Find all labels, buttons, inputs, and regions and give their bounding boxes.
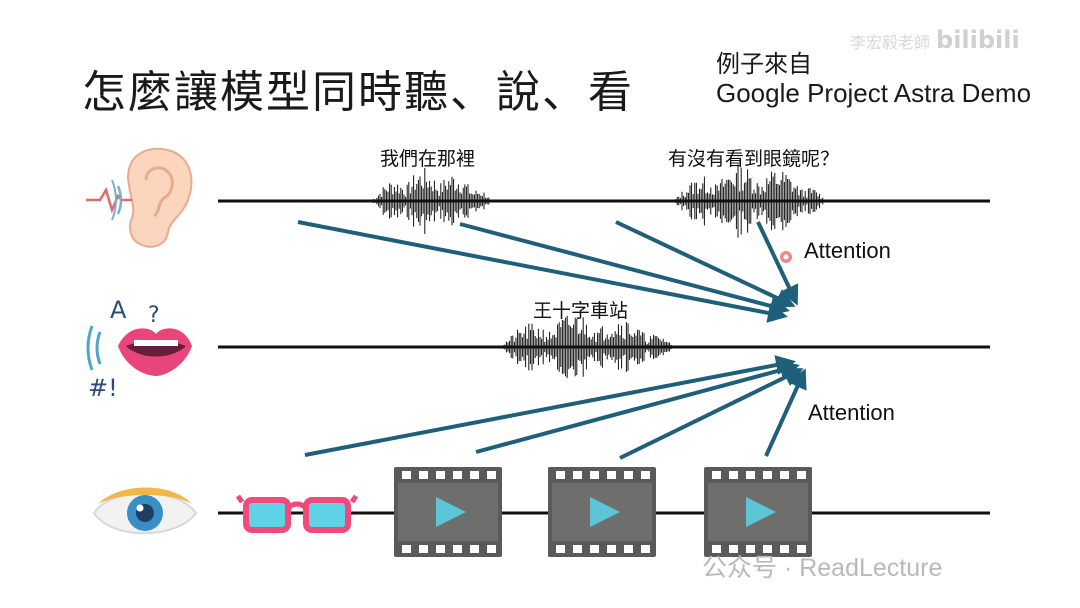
arrow <box>459 222 790 316</box>
speak-waveform-1 <box>501 315 672 379</box>
attention-label-lower: Attention <box>808 400 895 425</box>
video-frame-icon <box>704 467 812 557</box>
listen-waveform-1 <box>373 168 490 234</box>
film-hole <box>780 545 789 553</box>
bilibili-logo: bilibili <box>936 26 1020 54</box>
film-hole <box>436 545 445 553</box>
attention-label-upper: Attention <box>804 238 891 263</box>
film-hole <box>641 545 650 553</box>
film-hole <box>470 545 479 553</box>
film-hole <box>556 545 565 553</box>
arrow <box>475 360 800 454</box>
film-hole <box>590 545 599 553</box>
play-icon <box>590 497 620 527</box>
listen-waveform-2 <box>675 164 824 238</box>
film-hole <box>763 471 772 479</box>
film-hole <box>470 471 479 479</box>
film-hole <box>453 545 462 553</box>
letter-a-glyph: A <box>110 296 127 324</box>
film-hole <box>402 545 411 553</box>
source-line-1: 例子來自 <box>716 50 812 78</box>
footer-watermark: 公众号 · ReadLecture <box>702 554 943 582</box>
watermark: 李宏毅老師 bilibili <box>850 26 1020 54</box>
video-frame-icon <box>548 467 656 557</box>
attention-arrows-lower <box>304 355 807 460</box>
attention-arrows-upper <box>297 220 799 323</box>
film-hole <box>797 471 806 479</box>
slide-title: 怎麼讓模型同時聽、說、看 <box>82 67 634 118</box>
film-hole <box>746 545 755 553</box>
glasses-icon <box>235 494 359 533</box>
film-hole <box>624 545 633 553</box>
play-icon <box>436 497 466 527</box>
speak-clip-1-label: 王十字車站 <box>533 300 629 322</box>
film-hole <box>402 471 411 479</box>
arrow <box>304 355 796 457</box>
film-hole <box>607 471 616 479</box>
film-hole <box>712 471 721 479</box>
video-frame-icon <box>394 467 502 557</box>
film-hole <box>624 471 633 479</box>
arrow <box>764 368 807 457</box>
film-hole <box>436 471 445 479</box>
film-hole <box>746 471 755 479</box>
film-hole <box>729 471 738 479</box>
film-hole <box>729 545 738 553</box>
question-glyph: ? <box>148 303 160 328</box>
film-hole <box>780 471 789 479</box>
film-hole <box>763 545 772 553</box>
film-hole <box>453 471 462 479</box>
play-icon <box>746 497 776 527</box>
film-hole <box>487 471 496 479</box>
film-hole <box>607 545 616 553</box>
arrow <box>615 220 796 308</box>
arrow <box>619 368 804 460</box>
film-hole <box>487 545 496 553</box>
watermark-text: 李宏毅老師 <box>850 33 931 52</box>
listen-clip-2-label: 有沒有看到眼鏡呢？ <box>668 148 840 170</box>
film-hole <box>573 545 582 553</box>
mouth-icon <box>86 325 192 376</box>
film-hole <box>590 471 599 479</box>
film-hole <box>641 471 650 479</box>
film-hole <box>419 545 428 553</box>
film-hole <box>419 471 428 479</box>
film-hole <box>556 471 565 479</box>
listen-clip-1-label: 我們在那裡 <box>380 148 476 170</box>
film-hole <box>797 545 806 553</box>
film-hole <box>573 471 582 479</box>
arrow <box>297 220 788 323</box>
film-hole <box>712 545 721 553</box>
hash-glyph: #! <box>88 374 118 402</box>
arrow <box>756 221 799 306</box>
eye-icon <box>92 487 198 535</box>
laser-pointer-core <box>783 254 789 260</box>
source-line-2: Google Project Astra Demo <box>716 78 1032 108</box>
ear-icon <box>86 147 193 248</box>
